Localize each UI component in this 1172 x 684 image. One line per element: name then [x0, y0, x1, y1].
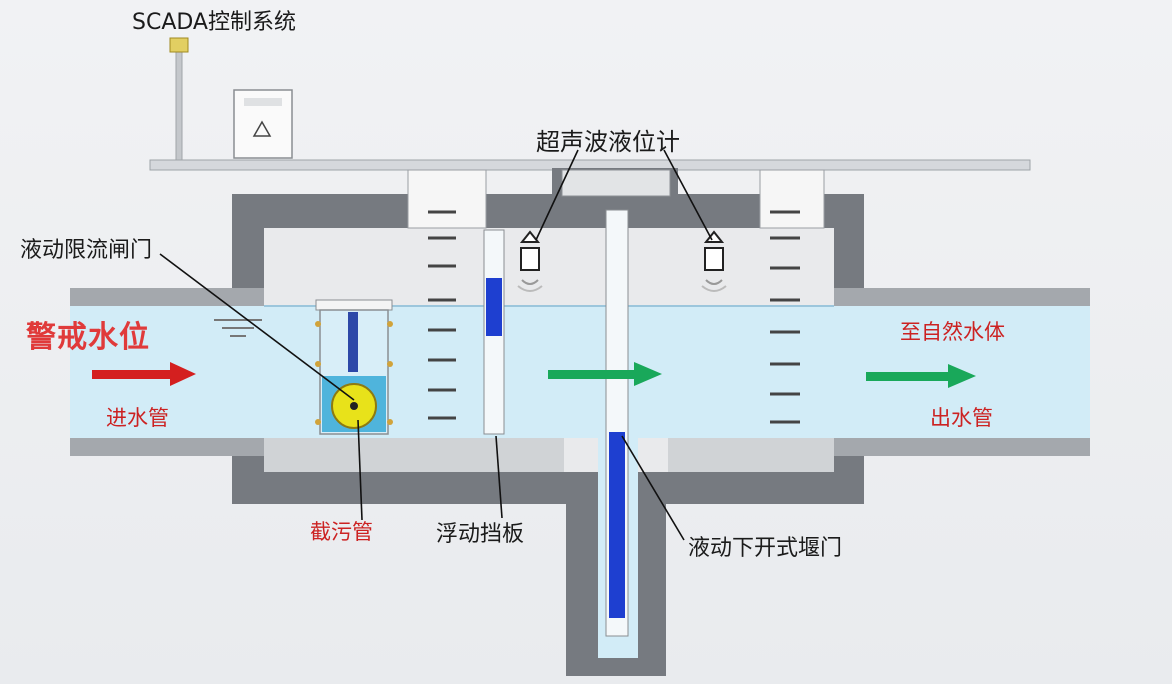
scada-cabinet-plate [244, 98, 282, 106]
inlet-pipe-bottom-wall [70, 438, 264, 456]
scada-lamp [169, 37, 189, 53]
float-baffle [486, 278, 502, 336]
manhole-center [561, 169, 671, 197]
gate-frame [315, 299, 393, 311]
ladder-rungs-right [770, 210, 800, 424]
scada-label: SCADA控制系统 [132, 10, 296, 35]
inlet-arrow [92, 362, 196, 386]
float-baffle-label: 浮动挡板 [436, 522, 525, 547]
flow-arrow-center [548, 362, 662, 386]
weir-gate-label: 液动下开式堰门 [688, 536, 843, 561]
inlet-pipe-top-wall [70, 288, 264, 306]
ultrasonic-sensor-left [517, 230, 543, 292]
interception-pipe-label: 截污管 [310, 520, 373, 544]
manhole-right [759, 169, 825, 229]
to-natural-water-label: 至自然水体 [900, 320, 1005, 344]
inner-left-sump [264, 438, 564, 472]
warning-level-label: 警戒水位 [26, 320, 150, 355]
ladder-rungs-left [428, 210, 456, 420]
flow-limiting-gate-label: 液动限流闸门 [20, 238, 153, 263]
hazard-icon [252, 120, 272, 137]
gate-stem [348, 312, 358, 372]
gate-bolts [315, 321, 393, 425]
outlet-arrow [866, 364, 976, 388]
outlet-pipe-bottom-wall [834, 438, 1090, 456]
scada-pole [175, 47, 183, 161]
inlet-pipe-label: 进水管 [106, 406, 169, 430]
outlet-pipe-top-wall [834, 288, 1090, 306]
weir-gate-leaf [609, 432, 625, 618]
gate-hub [350, 402, 358, 410]
manhole-left [407, 169, 487, 229]
outlet-pipe-label: 出水管 [930, 406, 993, 430]
ultrasonic-level-meter-label: 超声波液位计 [536, 128, 680, 156]
leader-lines [159, 149, 713, 541]
inner-right-sump [668, 438, 834, 472]
